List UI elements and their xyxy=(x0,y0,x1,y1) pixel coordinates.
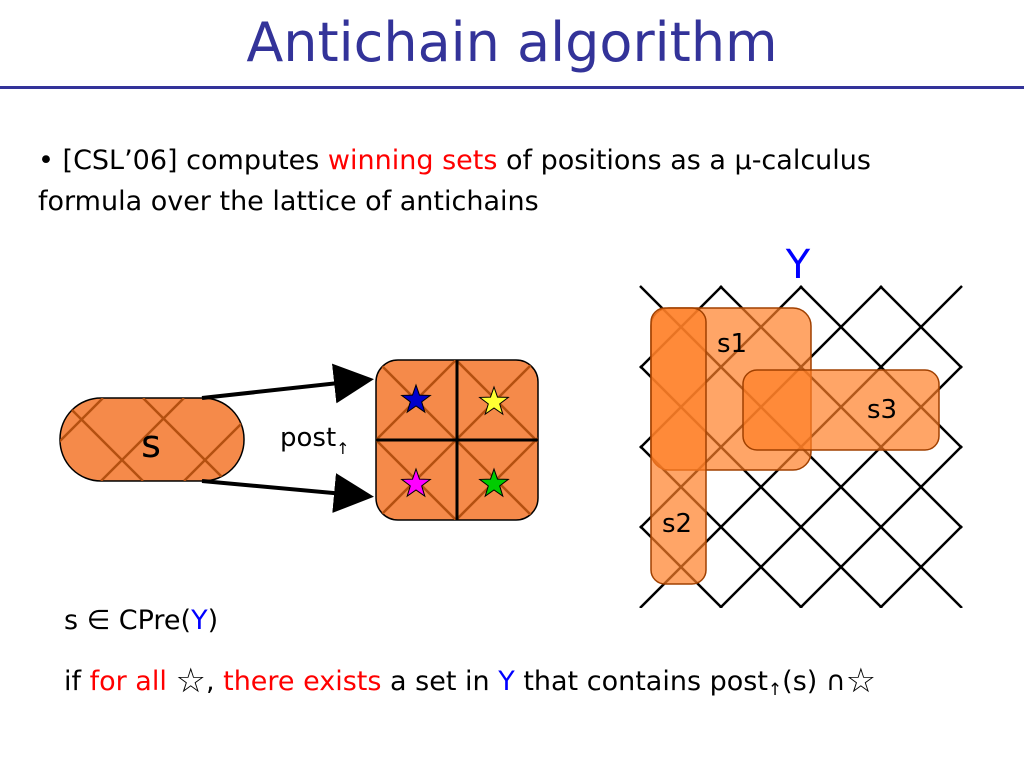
bullet-text: • [CSL’06] computes winning sets of posi… xyxy=(38,140,998,222)
post-arrow-top xyxy=(201,363,374,404)
formula-cpre: CPre( xyxy=(110,605,192,636)
expl-there-exists: there exists xyxy=(223,666,382,697)
set-s1-label: s1 xyxy=(717,329,747,359)
bullet-line2: formula over the lattice of antichains xyxy=(38,186,539,217)
star-blue xyxy=(400,383,432,414)
element-of-symbol: ∈ xyxy=(86,605,111,636)
intersect-symbol: ∩ xyxy=(825,666,846,697)
formula-close: ) xyxy=(207,605,219,636)
post-label: post↑ xyxy=(280,423,350,458)
expl-suffix: that contains post xyxy=(514,666,768,697)
formula-s: s xyxy=(64,605,87,636)
star-green xyxy=(478,467,510,498)
state-s-shape xyxy=(59,397,245,482)
post-set-box xyxy=(375,359,539,521)
expl-for-all: for all xyxy=(89,666,167,697)
expl-middle: a set in xyxy=(381,666,499,697)
cpre-explanation: if for all ☆, there exists a set in Y th… xyxy=(64,664,876,707)
post-label-text: post xyxy=(280,423,336,453)
post-arrow-bottom xyxy=(201,473,374,514)
set-s2-region xyxy=(650,307,707,585)
post-label-subscript: ↑ xyxy=(336,439,349,458)
star-outline-icon: ☆ xyxy=(175,661,206,701)
expl-if: if xyxy=(64,666,90,697)
formula-y: Y xyxy=(191,605,208,636)
star-outline-icon-2: ☆ xyxy=(845,661,877,701)
bullet-marker: • xyxy=(38,145,54,176)
set-s2-label: s2 xyxy=(662,509,692,539)
set-y-label: Y xyxy=(785,242,811,288)
slide-title: Antichain algorithm xyxy=(246,11,778,74)
bullet-highlight: winning sets xyxy=(327,145,498,176)
expl-comma: , xyxy=(205,666,224,697)
title-rule xyxy=(0,86,1024,89)
state-s-label: s xyxy=(141,422,161,466)
set-s3-region xyxy=(742,369,940,451)
expl-y: Y xyxy=(498,666,515,697)
set-s3-label: s3 xyxy=(867,395,897,425)
star-yellow xyxy=(478,385,510,416)
star-magenta xyxy=(400,467,432,498)
cpre-formula: s ∈ CPre(Y) xyxy=(64,604,218,638)
bullet-prefix: [CSL’06] computes xyxy=(62,145,328,176)
expl-post-arg: (s) xyxy=(782,666,826,697)
bullet-line1-suffix: of positions as a μ-calculus xyxy=(497,145,871,176)
expl-up-arrow: ↑ xyxy=(767,680,783,700)
